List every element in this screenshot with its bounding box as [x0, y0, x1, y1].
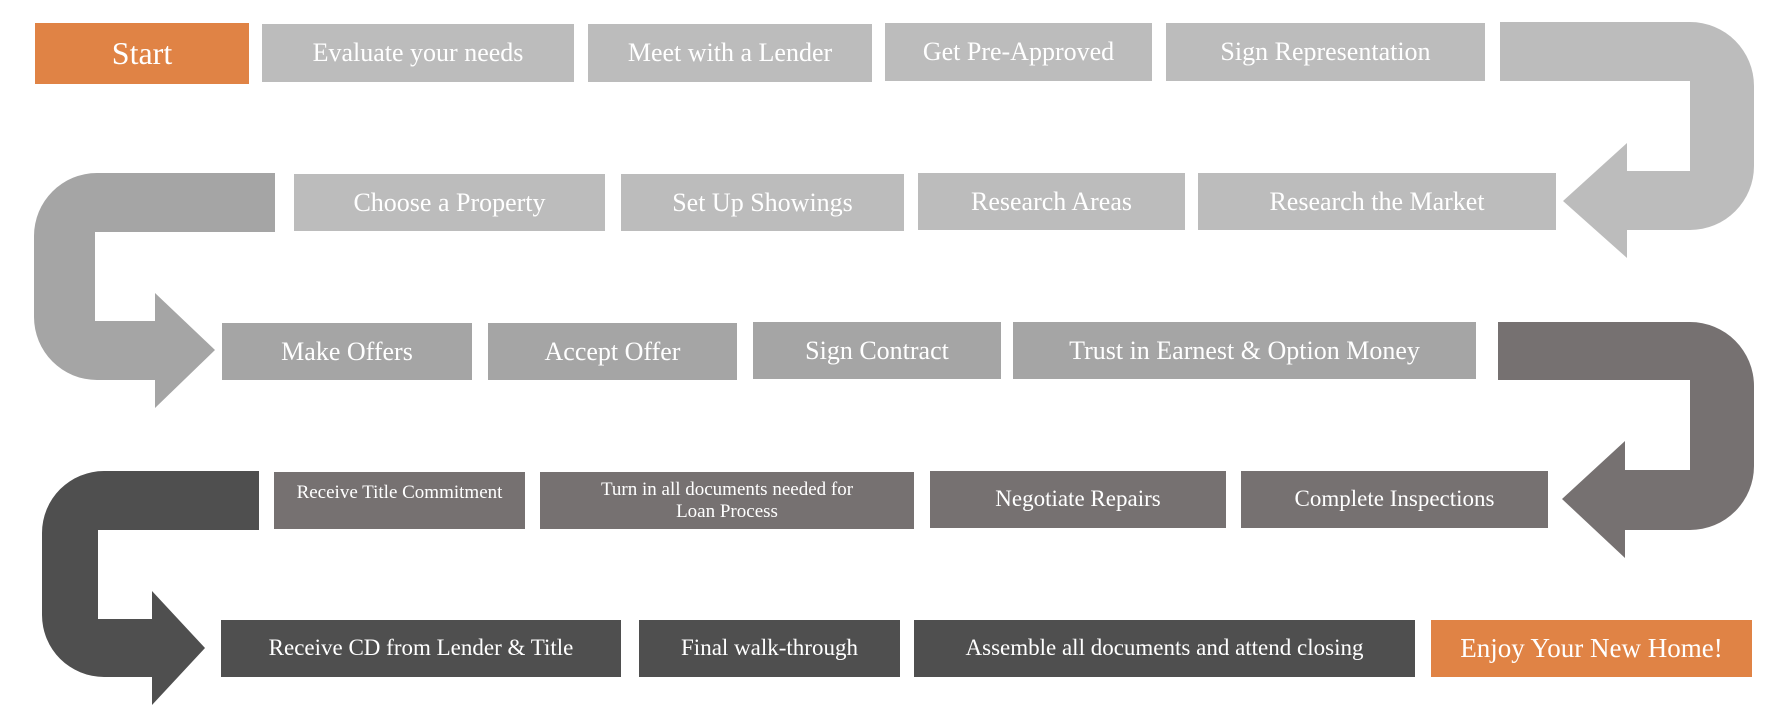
step-enjoy-home: Enjoy Your New Home!	[1431, 620, 1752, 677]
step-trust-money: Trust in Earnest & Option Money	[1013, 322, 1476, 379]
step-sign-contract: Sign Contract	[753, 322, 1001, 379]
step-set-up-showings: Set Up Showings	[621, 174, 904, 231]
step-research-market: Research the Market	[1198, 173, 1556, 230]
step-final-walkthrough: Final walk-through	[639, 620, 900, 677]
step-negotiate-repairs: Negotiate Repairs	[930, 471, 1226, 528]
step-sign-representation: Sign Representation	[1166, 23, 1485, 81]
step-make-offers: Make Offers	[222, 323, 472, 380]
step-choose-property: Choose a Property	[294, 174, 605, 231]
step-get-preapproved: Get Pre-Approved	[885, 23, 1152, 81]
step-evaluate-needs: Evaluate your needs	[262, 24, 574, 82]
turn-arrow-left-2	[42, 471, 259, 705]
turn-arrow-left-1	[34, 173, 275, 408]
step-turn-in-documents: Turn in all documents needed for Loan Pr…	[540, 472, 914, 529]
step-complete-inspections: Complete Inspections	[1241, 471, 1548, 528]
step-receive-cd: Receive CD from Lender & Title	[221, 620, 621, 677]
step-meet-lender: Meet with a Lender	[588, 24, 872, 82]
step-receive-title: Receive Title Commitment	[274, 472, 525, 529]
step-start: Start	[35, 23, 249, 84]
step-accept-offer: Accept Offer	[488, 323, 737, 380]
turn-arrow-right-2	[1498, 322, 1754, 558]
step-research-areas: Research Areas	[918, 173, 1185, 230]
step-assemble-documents: Assemble all documents and attend closin…	[914, 620, 1415, 677]
turn-arrow-right-1	[1500, 22, 1754, 258]
